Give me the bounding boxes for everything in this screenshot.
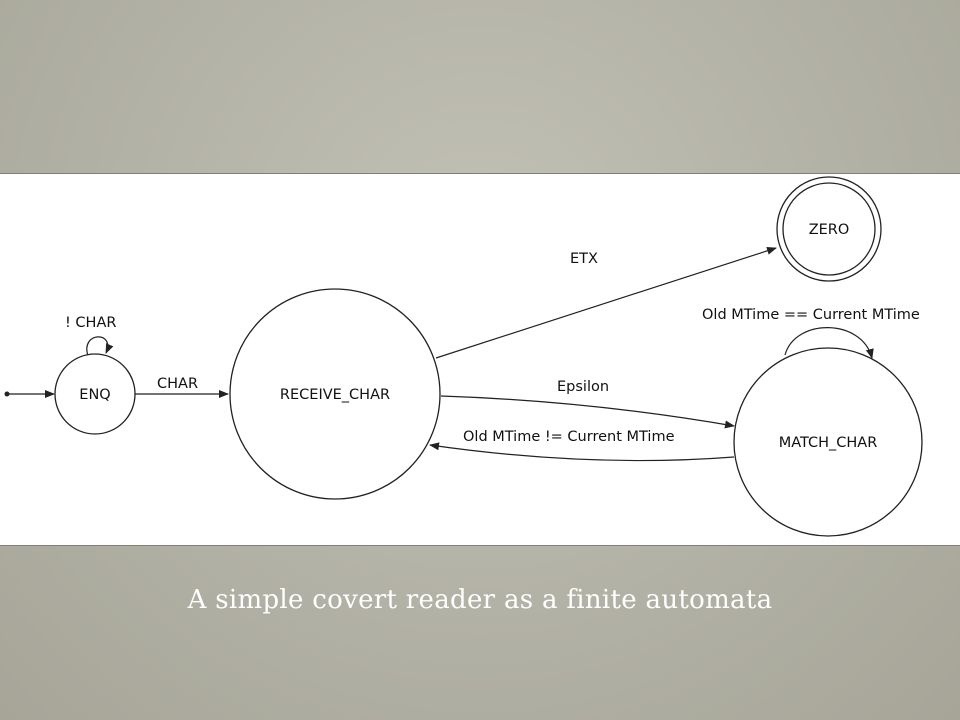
state-enq: ENQ (54, 353, 136, 435)
automata-diagram: ! CHAR CHAR ETX Epsilon Old MTime != Cur… (0, 173, 960, 546)
state-receive-char-label: RECEIVE_CHAR (280, 387, 390, 403)
state-enq-label: ENQ (79, 387, 110, 403)
edge-match-to-receive (429, 442, 735, 462)
state-match-char: MATCH_CHAR (733, 347, 923, 537)
slide-caption: A simple covert reader as a finite autom… (187, 585, 773, 615)
label-enq-self: ! CHAR (65, 315, 116, 331)
state-zero: ZERO (776, 176, 882, 282)
edge-match-self (784, 327, 874, 359)
automata-svg: ! CHAR CHAR ETX Epsilon Old MTime != Cur… (4, 176, 923, 537)
state-match-char-label: MATCH_CHAR (779, 435, 878, 451)
label-match-to-receive: Old MTime != Current MTime (463, 429, 675, 445)
start-dot (4, 391, 10, 397)
state-receive-char: RECEIVE_CHAR (229, 288, 441, 500)
edge-receive-to-zero (435, 246, 777, 359)
label-receive-to-zero: ETX (570, 251, 598, 267)
edge-receive-to-match (440, 395, 735, 429)
label-enq-to-receive: CHAR (157, 376, 198, 392)
edge-enq-self (86, 336, 114, 357)
label-receive-to-match: Epsilon (557, 379, 609, 395)
state-zero-label: ZERO (809, 222, 850, 238)
label-match-self: Old MTime == Current MTime (702, 307, 920, 323)
